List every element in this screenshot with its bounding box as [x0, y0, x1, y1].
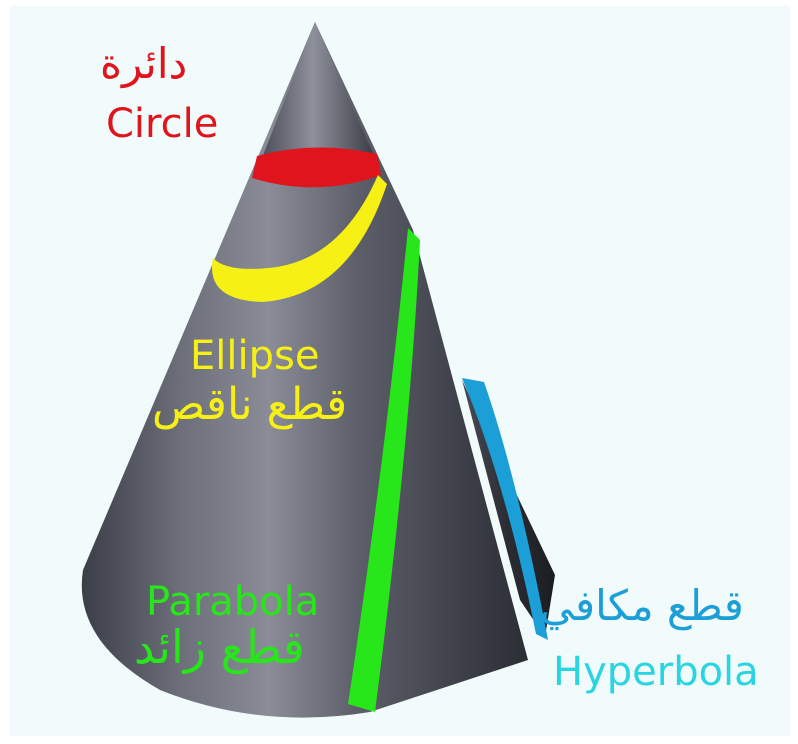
cone-tip	[262, 22, 375, 164]
ellipse-label-arabic: قطع ناقص	[152, 379, 348, 430]
parabola-label-arabic: قطع زائد	[134, 620, 305, 674]
circle-label-arabic: دائرة	[100, 39, 188, 88]
hyperbola-section	[462, 378, 548, 640]
hyperbola-label-arabic: قطع مكافي	[540, 581, 744, 630]
ellipse-section	[212, 175, 387, 302]
circle-section	[252, 147, 381, 188]
hyperbola-label-english: Hyperbola	[553, 649, 759, 695]
circle-label-english: Circle	[106, 101, 219, 147]
cone-body	[81, 22, 529, 718]
ellipse-label-english: Ellipse	[190, 333, 320, 379]
parabola-label-english: Parabola	[146, 579, 320, 625]
parabola-section	[348, 228, 420, 712]
